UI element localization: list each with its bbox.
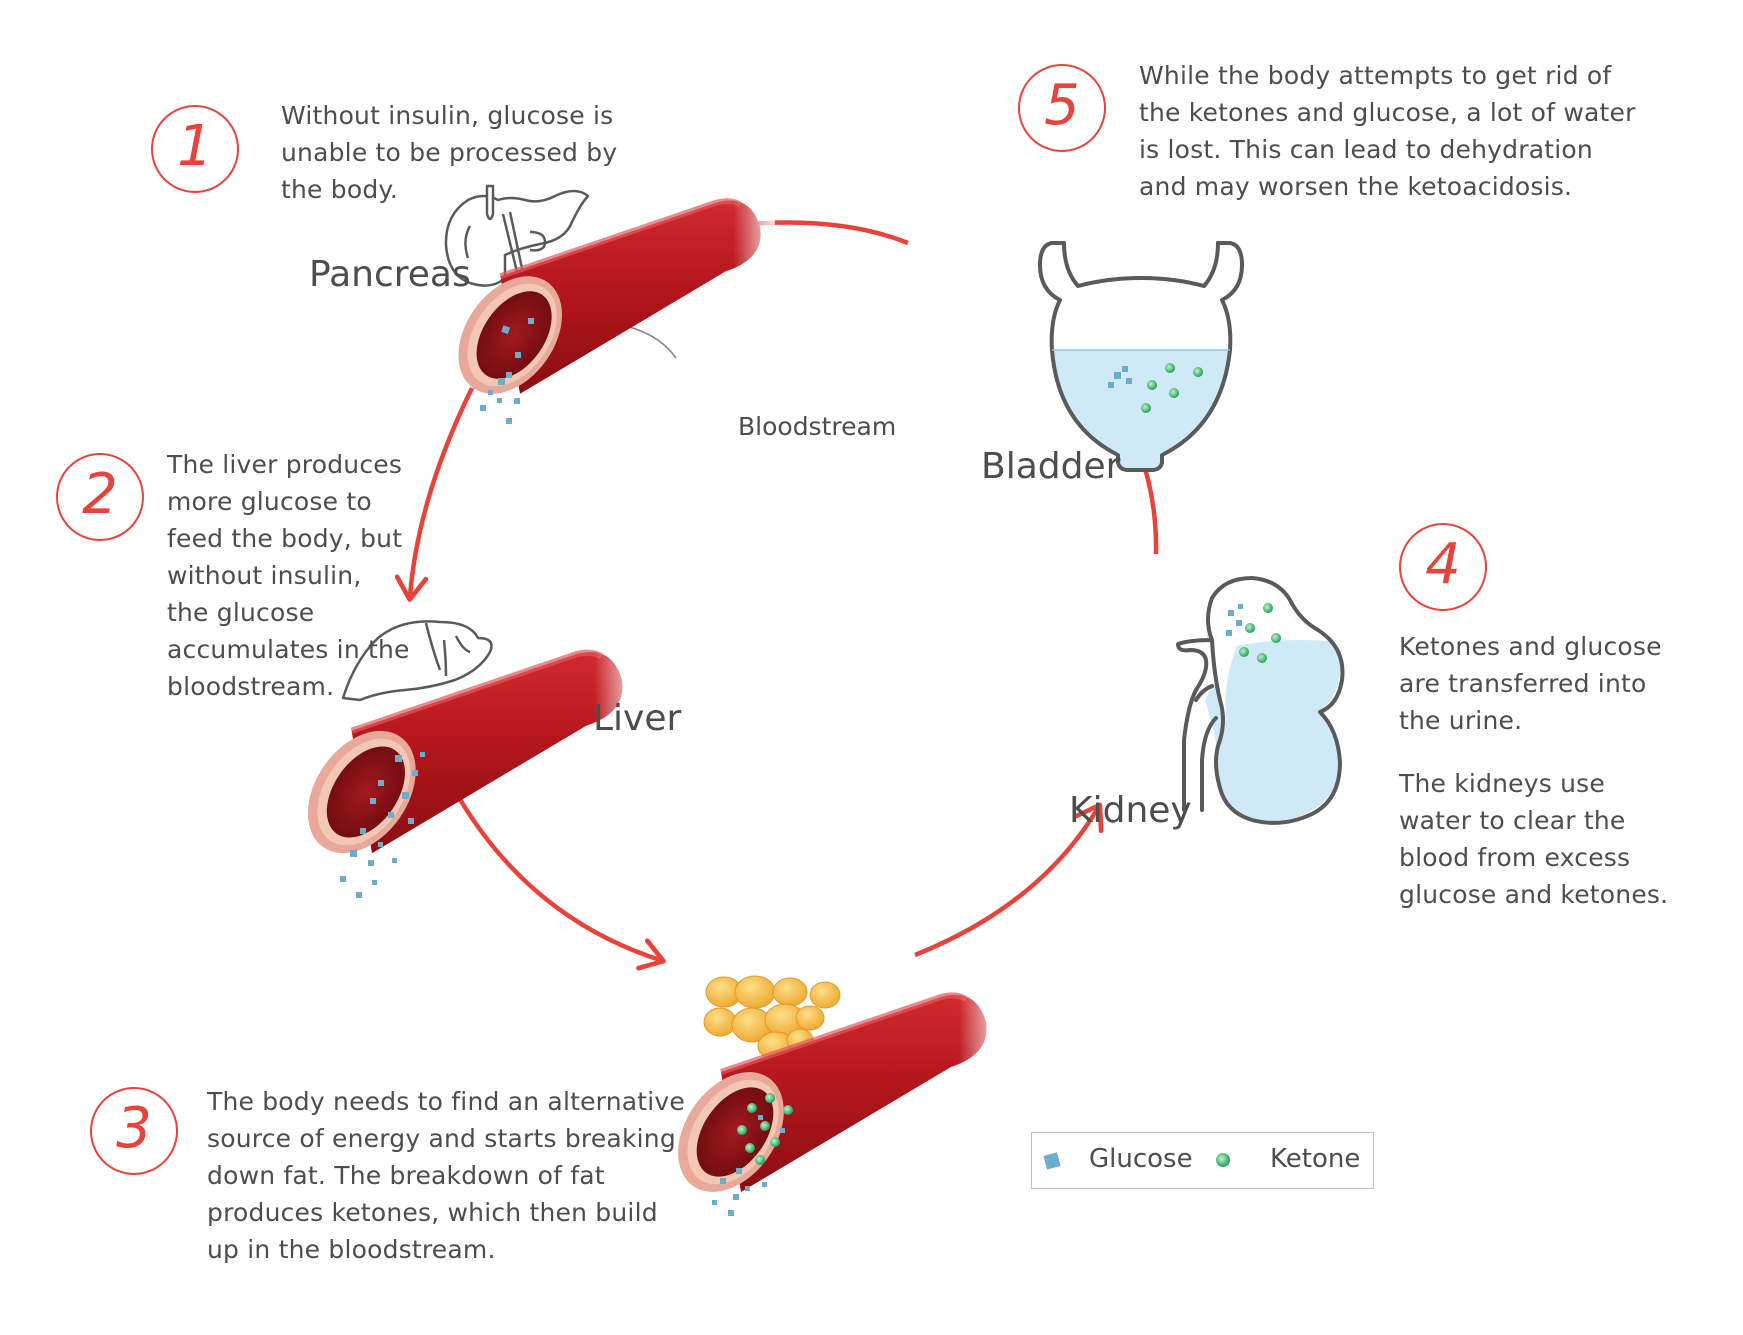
step-2-number: 2 bbox=[56, 453, 144, 541]
pancreas-icon bbox=[444, 184, 590, 287]
arrow-fat-to-kidney bbox=[914, 802, 1104, 958]
blood-vessel-2 bbox=[286, 639, 638, 898]
step-3-number: 3 bbox=[90, 1087, 178, 1175]
bladder-label: Bladder bbox=[981, 446, 1121, 487]
kidney-icon bbox=[1176, 576, 1345, 825]
step-4-text-2: The kidneys use water to clear the blood… bbox=[1399, 769, 1669, 909]
step-1-text: Without insulin, glucose is unable to be… bbox=[281, 101, 618, 204]
kidney-label: Kidney bbox=[1069, 790, 1192, 831]
kidney-glucose bbox=[1226, 604, 1243, 636]
step-3-text: The body needs to find an alternative so… bbox=[207, 1087, 686, 1264]
step-5-text: While the body attempts to get rid of th… bbox=[1139, 61, 1636, 201]
ketone-particles-3 bbox=[737, 1093, 793, 1165]
kidney-ketones bbox=[1239, 603, 1281, 663]
bladder-glucose bbox=[1108, 366, 1132, 388]
blood-vessel-3 bbox=[656, 982, 1001, 1216]
step-2-text: The liver produces more glucose to feed … bbox=[167, 450, 410, 701]
pancreas-label: Pancreas bbox=[309, 254, 471, 295]
step-1-number: 1 bbox=[151, 105, 239, 193]
legend: Glucose Ketone bbox=[1031, 1132, 1374, 1189]
legend-glucose-label: Glucose bbox=[1089, 1144, 1193, 1174]
step-4-number: 4 bbox=[1399, 523, 1487, 611]
glucose-particles-2 bbox=[340, 752, 425, 898]
bladder-icon bbox=[1038, 241, 1244, 472]
glucose-icon bbox=[1043, 1152, 1061, 1170]
arrow-liver-to-fat bbox=[456, 794, 666, 971]
ketone-icon bbox=[1216, 1153, 1230, 1167]
glucose-particles-1 bbox=[480, 318, 534, 424]
arrow-pancreas-to-liver bbox=[394, 387, 475, 602]
liver-icon bbox=[341, 620, 493, 702]
blood-vessel-1 bbox=[437, 188, 775, 424]
liver-label: Liver bbox=[593, 698, 682, 739]
bladder-ketones bbox=[1141, 363, 1203, 413]
bloodstream-pointer-arrow bbox=[618, 319, 677, 359]
step-5-number: 5 bbox=[1018, 64, 1106, 152]
legend-ketone-label: Ketone bbox=[1270, 1144, 1361, 1174]
step-4-text: Ketones and glucose are transferred into… bbox=[1399, 632, 1662, 735]
bloodstream-label: Bloodstream bbox=[738, 412, 897, 441]
glucose-particles-3 bbox=[712, 1115, 785, 1216]
